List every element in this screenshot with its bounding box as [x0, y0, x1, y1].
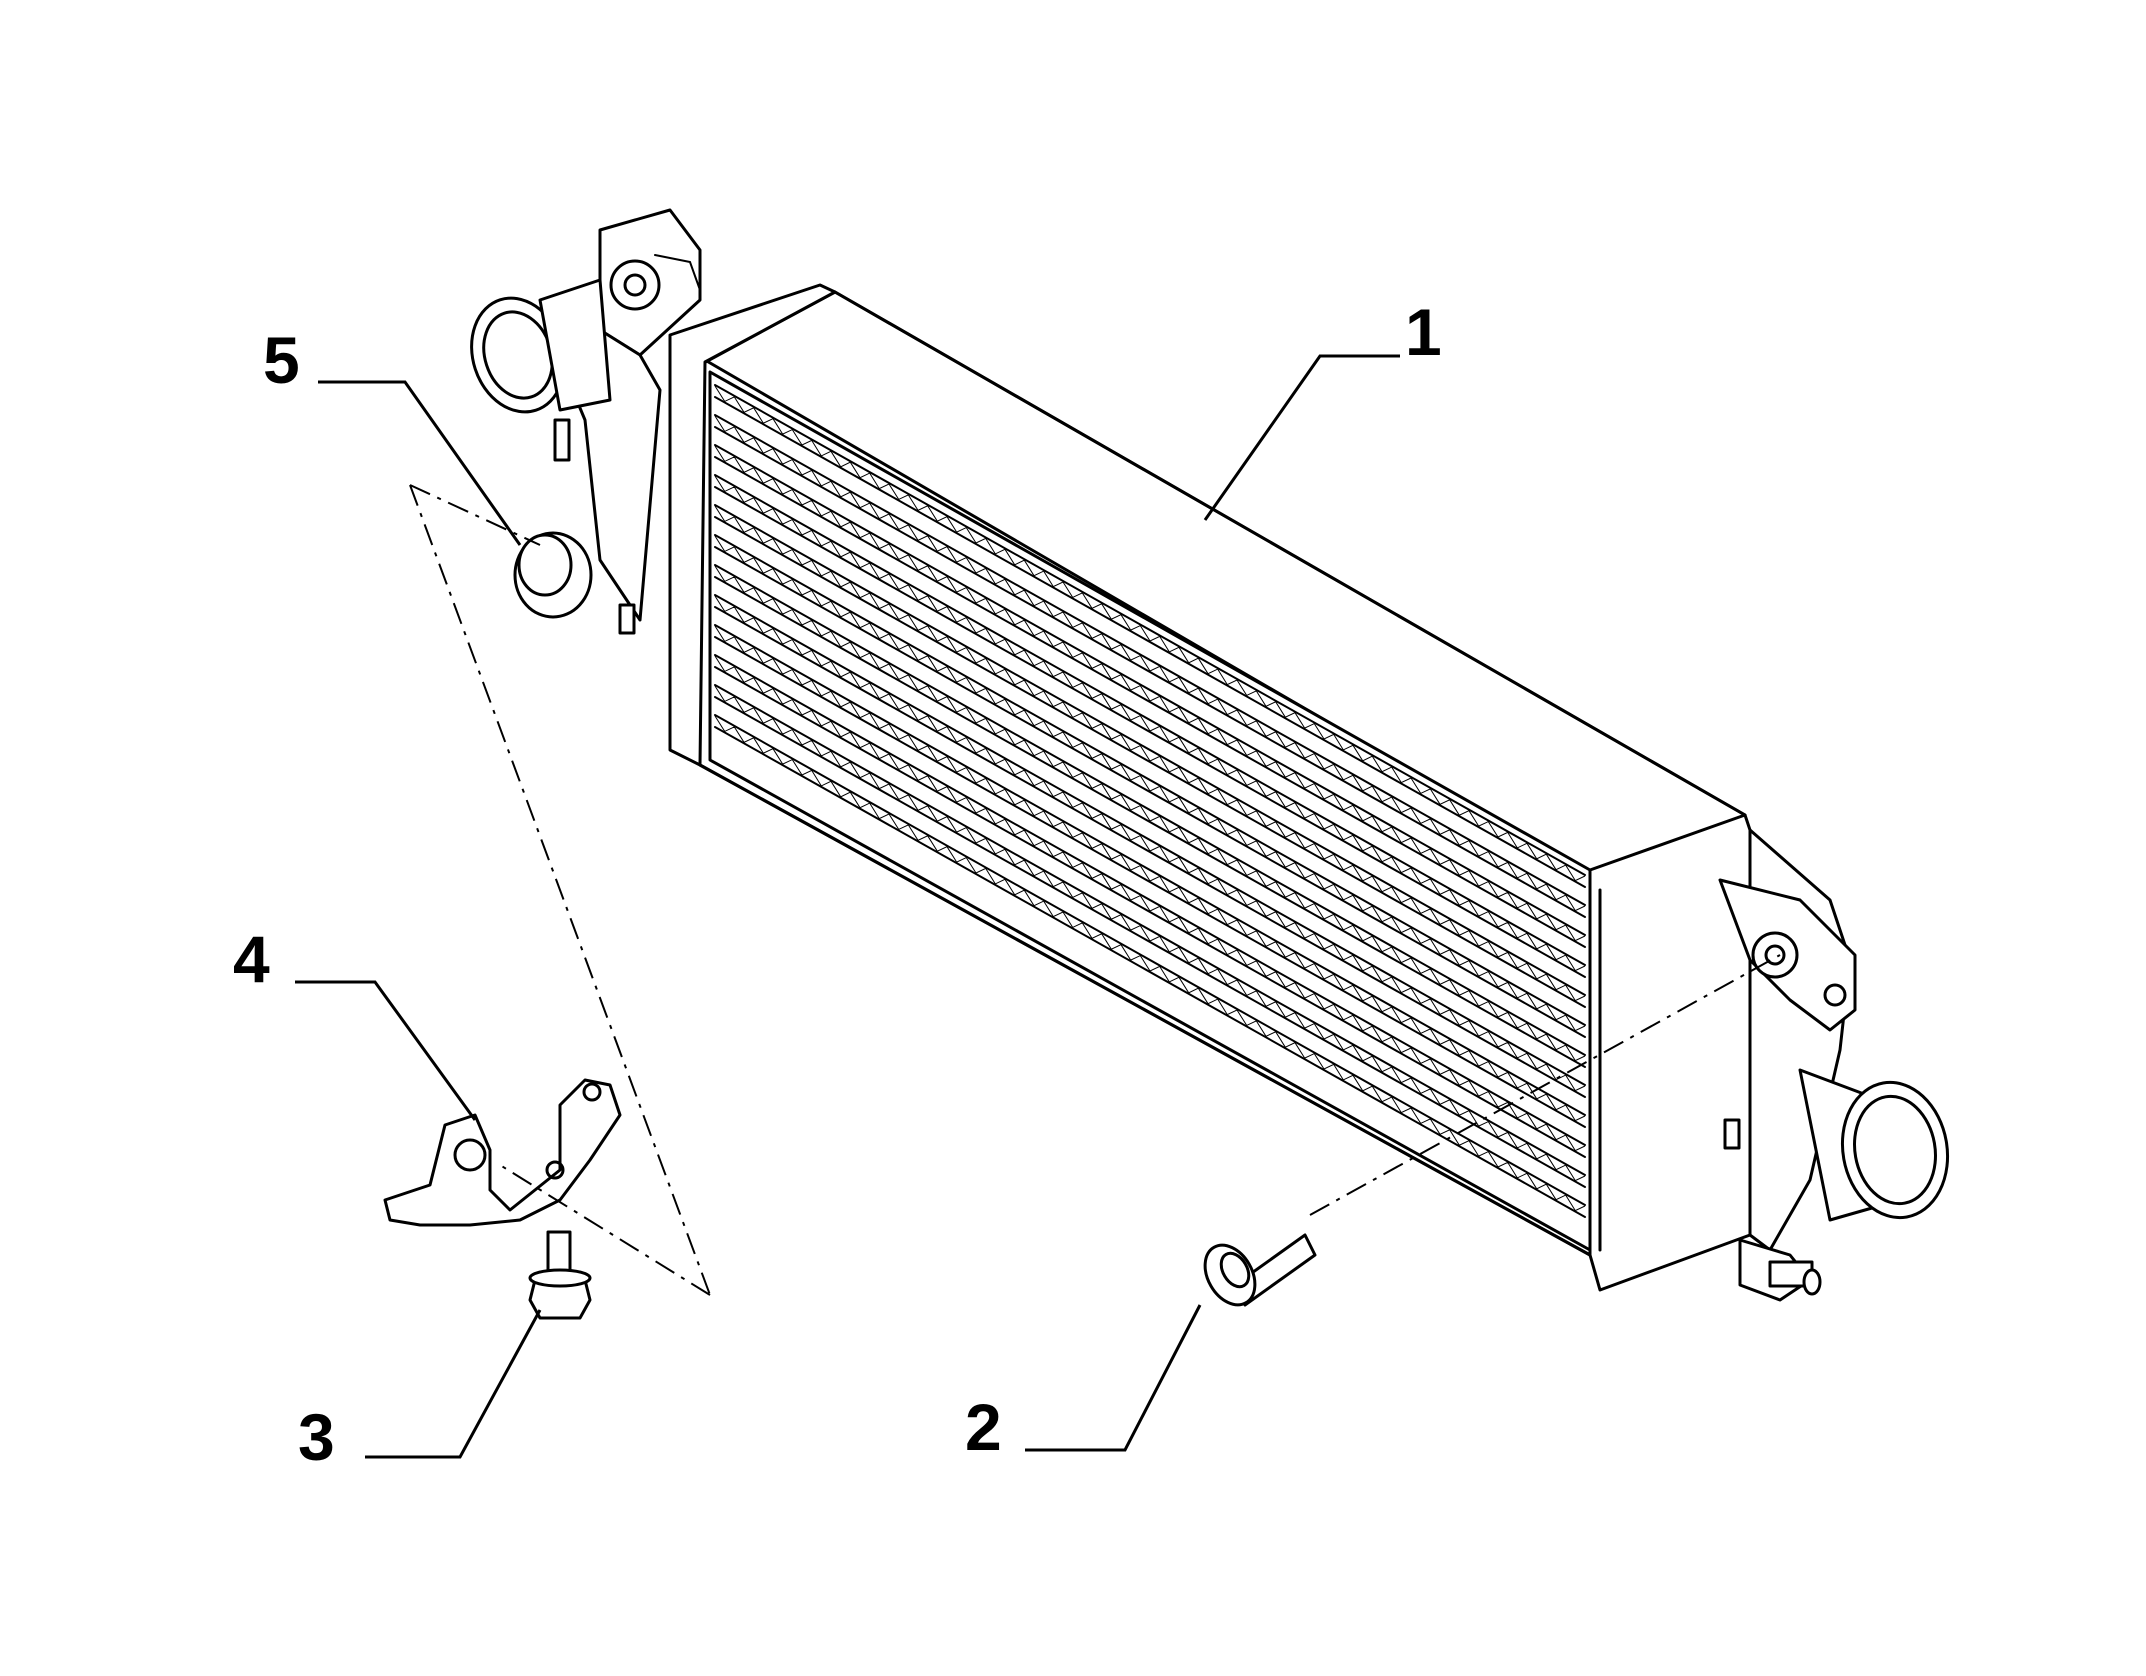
fin-row: [714, 654, 1586, 1146]
callout-4: 4: [233, 922, 270, 996]
leader-line-3: [365, 1309, 542, 1459]
left-end-tank: [470, 208, 837, 767]
fin-zigzag: [714, 625, 1586, 1122]
fin-row: [714, 456, 1586, 948]
fin-row: [714, 486, 1586, 978]
fin-zigzag: [714, 385, 1586, 882]
fin-row: [714, 684, 1586, 1176]
fin-zigzag: [714, 475, 1586, 972]
callout-5: 5: [263, 323, 300, 397]
leader-line-5: [318, 380, 522, 546]
fin-row: [714, 636, 1586, 1128]
fin-zigzag: [714, 415, 1586, 912]
fin-row: [714, 444, 1586, 936]
fin-zigzag: [714, 445, 1586, 942]
callout-3: 3: [298, 1400, 335, 1474]
fin-row: [714, 414, 1586, 906]
fin-zigzag: [714, 565, 1586, 1062]
fin-zigzag: [714, 715, 1586, 1212]
leader-line-4: [295, 980, 477, 1121]
callout-2: 2: [965, 1390, 1002, 1464]
callout-1: 1: [1405, 295, 1442, 369]
fin-row: [714, 384, 1586, 876]
rubber-mount: [513, 531, 593, 619]
right-end-tank: [1588, 813, 1950, 1302]
fin-row: [714, 474, 1586, 966]
fin-row: [714, 696, 1586, 1188]
fin-row: [714, 504, 1586, 996]
fin-row: [714, 714, 1586, 1206]
fin-row: [714, 546, 1586, 1038]
fin-row: [714, 666, 1586, 1158]
fin-row: [714, 624, 1586, 1116]
fin-row: [714, 726, 1586, 1218]
fin-zigzag: [714, 685, 1586, 1182]
fin-row: [714, 576, 1586, 1068]
fin-zigzag: [714, 535, 1586, 1032]
leader-line-1: [1203, 354, 1400, 521]
mounting-bracket: [383, 1078, 622, 1227]
fin-zigzag: [714, 505, 1586, 1002]
bolt-long: [1203, 1233, 1317, 1307]
leader-line-2: [1025, 1304, 1202, 1452]
fin-zigzag: [714, 595, 1586, 1092]
bolt-short: [528, 1230, 592, 1320]
assembly-lines: [409, 484, 1781, 1296]
fin-row: [714, 534, 1586, 1026]
fin-zigzag: [714, 655, 1586, 1152]
leader-lines: [295, 354, 1400, 1459]
fin-row: [714, 516, 1586, 1008]
fin-row: [714, 606, 1586, 1098]
core-fin-rows: [714, 384, 1586, 1218]
intercooler-core: [470, 208, 1950, 1302]
fin-row: [714, 594, 1586, 1086]
fin-row: [714, 426, 1586, 918]
fin-row: [714, 396, 1586, 888]
fin-row: [714, 564, 1586, 1056]
